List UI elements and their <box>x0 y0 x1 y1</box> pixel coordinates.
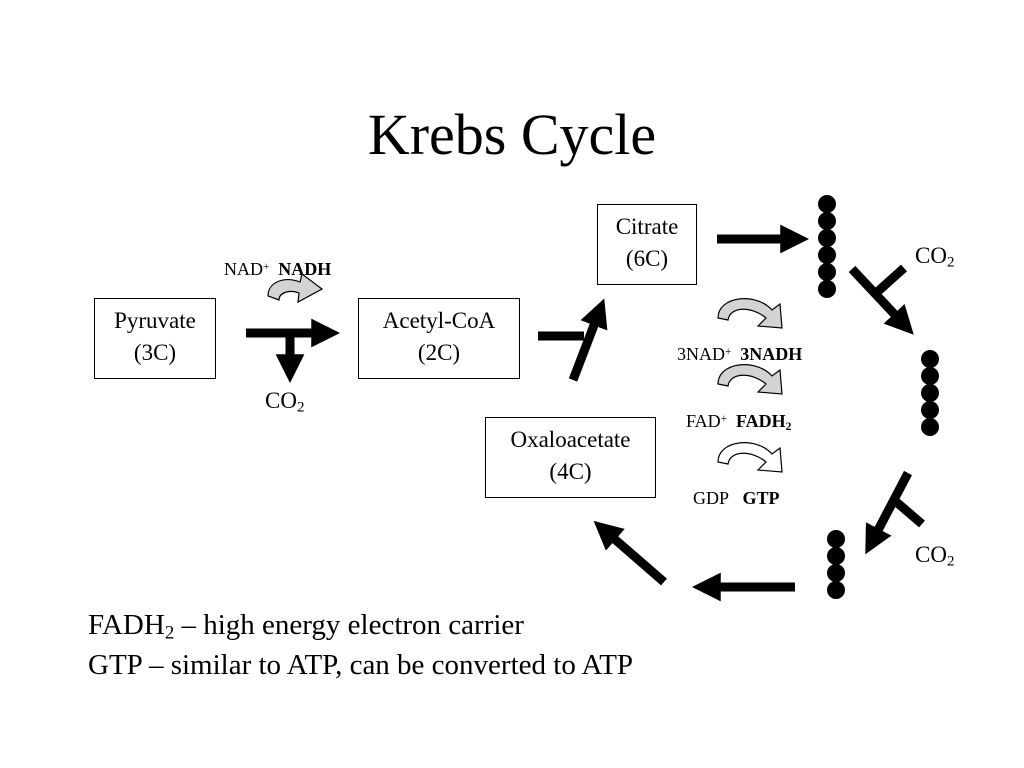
citrate-name: Citrate <box>615 214 679 239</box>
nad-in-label: 3NAD <box>677 344 725 364</box>
pyruvate-carbons: (3C) <box>133 340 177 365</box>
oxaloacetate-carbons: (4C) <box>549 459 592 484</box>
note-gtp: GTP – similar to ATP, can be converted t… <box>88 648 633 682</box>
note-gtp-text: GTP – similar to ATP, can be converted t… <box>88 649 634 681</box>
five-carbon-chain <box>921 350 939 436</box>
note-fadh2-term: FADH <box>88 609 165 641</box>
citrate-box: Citrate (6C) <box>597 204 697 285</box>
note-fadh2: FADH2 – high energy electron carrier <box>88 608 524 644</box>
co2-text: CO <box>265 388 297 413</box>
fad-fadh2-cycle-label: FAD+ FADH2 <box>686 410 792 432</box>
nad-nadh-label: NAD+ NADH <box>224 258 331 280</box>
nad-charge: + <box>263 260 270 273</box>
fad-in-label: FAD <box>686 411 721 431</box>
co2-subscript: 2 <box>296 399 305 416</box>
gdp-to-gtp-curved-arrow <box>717 442 783 473</box>
decarboxylation-arrow-2 <box>865 470 925 555</box>
co2-bottom-text: CO <box>915 542 947 567</box>
fadh-out-subscript: 2 <box>785 419 792 433</box>
gdp-in-label: GDP <box>693 488 730 508</box>
oxaloacetate-name: Oxaloacetate <box>510 427 631 452</box>
nadh-out-label: 3NADH <box>740 344 803 364</box>
acetyl-coa-carbons: (2C) <box>417 340 461 365</box>
fad-in-charge: + <box>720 412 727 425</box>
fadh-out-text: FADH <box>735 411 786 431</box>
to-oxaloacetate-arrow <box>593 520 667 586</box>
note-fadh2-subscript: 2 <box>164 622 175 644</box>
pyruvate-to-acetyl-arrow <box>246 318 341 384</box>
nad-to-nadh-curved-arrow <box>717 298 783 329</box>
acetyl-coa-name: Acetyl-CoA <box>382 308 496 333</box>
four-carbon-chain <box>827 530 845 599</box>
decarboxylation-arrow-1 <box>848 264 914 335</box>
co2-top-subscript: 2 <box>946 254 955 271</box>
six-carbon-chain <box>818 195 836 298</box>
co2-bottom-label: CO2 <box>915 542 955 570</box>
citrate-carbons: (6C) <box>625 246 669 271</box>
pyruvate-name: Pyruvate <box>114 308 196 333</box>
slide-title: Krebs Cycle <box>367 102 657 167</box>
fadh2-out-label: FADH2 <box>735 411 792 433</box>
oxaloacetate-box: Oxaloacetate (4C) <box>485 417 656 498</box>
nadh-label: NADH <box>278 259 332 279</box>
fad-to-fadh2-curved-arrow <box>717 364 783 395</box>
gtp-out-label: GTP <box>742 488 780 508</box>
pyruvate-box: Pyruvate (3C) <box>94 298 216 379</box>
nad-label: NAD <box>224 259 263 279</box>
gdp-gtp-cycle-label: GDP GTP <box>693 487 780 509</box>
note-fadh2-desc: – high energy electron carrier <box>174 609 524 641</box>
acetyl-to-citrate-arrow <box>538 298 608 382</box>
nad-in-charge: + <box>725 345 732 358</box>
acetyl-coa-box: Acetyl-CoA (2C) <box>358 298 520 379</box>
nad-curved-arrow <box>267 272 324 304</box>
co2-top-text: CO <box>915 243 947 268</box>
nad-nadh-cycle-label: 3NAD+ 3NADH <box>677 343 802 365</box>
co2-link-label: CO2 <box>265 388 305 416</box>
co2-top-label: CO2 <box>915 243 955 271</box>
co2-bottom-subscript: 2 <box>946 553 955 570</box>
